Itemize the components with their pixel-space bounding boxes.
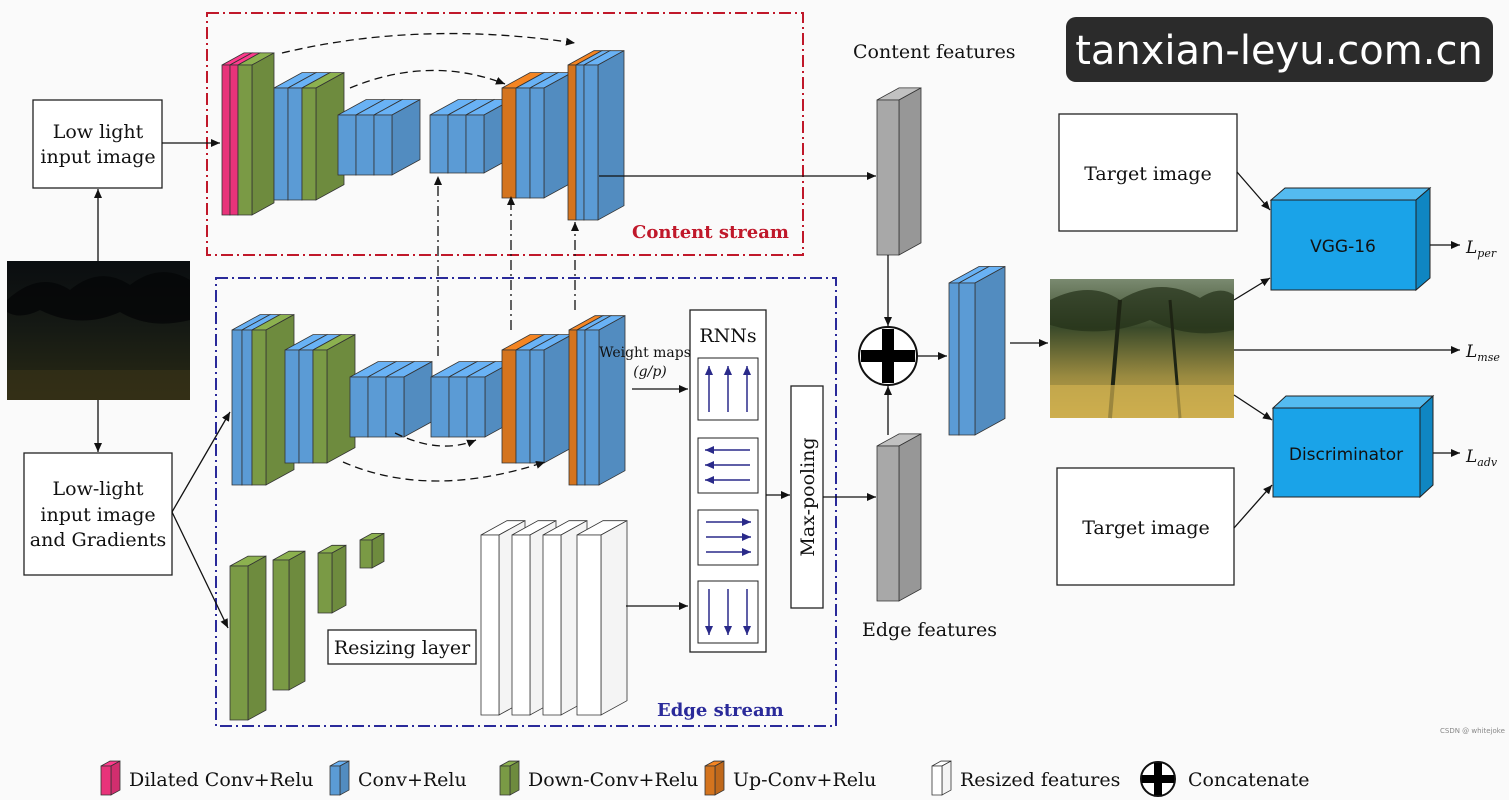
- content-down-conv-2: [301, 71, 345, 201]
- arrow-output-to-vgg: [1233, 277, 1271, 301]
- edge-stream-frame: [215, 277, 837, 727]
- arrow-target-top-to-vgg: [1236, 171, 1271, 211]
- edge-down-conv-4: [272, 550, 306, 691]
- target-image-top-box: Target image: [1058, 113, 1238, 232]
- max-pooling-block: Max-pooling: [790, 385, 824, 609]
- legend-swatch-up: [704, 760, 725, 796]
- resizing-layer-box: Resizing layer: [327, 629, 477, 665]
- edge-down-conv-3: [229, 555, 267, 721]
- resizing-layer-label: Resizing layer: [334, 637, 471, 659]
- target-image-top-label: Target image: [1084, 163, 1212, 185]
- content-conv-12: [583, 50, 625, 221]
- legend: Dilated Conv+Relu Conv+Relu Down-Conv+Relu…: [100, 760, 1310, 797]
- watermark-text: tanxian-leyu.com.cn: [1075, 28, 1483, 74]
- edge-features-column: [876, 433, 922, 602]
- resized-feature-4: [576, 520, 628, 716]
- legend-label-down: Down-Conv+Relu: [528, 769, 698, 791]
- edge-conv-7: [385, 360, 433, 438]
- low-light-input-box: Low light input image: [32, 99, 163, 189]
- loss-per: Lper: [1465, 238, 1497, 260]
- edge-skip-2: [394, 432, 477, 448]
- edge-down-conv-5: [317, 544, 347, 614]
- target-image-bottom-box: Target image: [1056, 467, 1235, 586]
- arrow-output-to-discriminator: [1233, 394, 1273, 421]
- enhanced-output-photo: [1050, 279, 1234, 419]
- legend-label-up: Up-Conv+Relu: [733, 769, 876, 791]
- content-features-label: Content features: [853, 41, 1016, 63]
- watermark: tanxian-leyu.com.cn: [1066, 17, 1493, 82]
- concatenate-symbol: [858, 326, 918, 386]
- edge-down-conv-6: [359, 532, 385, 569]
- corner-note: CSDN @ whitejoke: [1440, 727, 1505, 735]
- weight-maps-line2: (g/p): [633, 364, 667, 380]
- content-down-conv-1: [237, 52, 275, 216]
- low-light-input-line2: input image: [40, 146, 155, 168]
- edge-stream-label: Edge stream: [657, 700, 784, 721]
- legend-swatch-dilated: [100, 760, 121, 796]
- arrow-gradients-to-edge-top: [171, 411, 231, 513]
- weight-maps-line1: Weight maps: [599, 345, 691, 361]
- content-features-column: [876, 87, 922, 256]
- edge-down-conv-2: [312, 333, 356, 464]
- content-stream-label: Content stream: [632, 222, 789, 243]
- legend-label-dilated: Dilated Conv+Relu: [129, 769, 314, 791]
- discriminator-block: Discriminator: [1271, 394, 1435, 499]
- fused-conv-2: [958, 265, 1006, 436]
- rnns-label: RNNs: [699, 325, 756, 347]
- legend-swatch-down: [499, 760, 520, 796]
- edge-conv-12: [529, 333, 573, 464]
- discriminator-label: Discriminator: [1289, 445, 1403, 465]
- legend-label-concat: Concatenate: [1188, 769, 1310, 791]
- content-stream-frame: [206, 12, 804, 256]
- loss-adv: Ladv: [1465, 447, 1498, 469]
- arrow-target-bottom-to-discriminator: [1233, 484, 1273, 529]
- legend-label-resized: Resized features: [960, 769, 1120, 791]
- gradients-input-line2: input image: [40, 504, 155, 526]
- loss-mse: Lmse: [1465, 342, 1500, 364]
- edge-skip-1: [342, 461, 546, 482]
- layer-blocks: [221, 50, 1006, 721]
- max-pooling-label: Max-pooling: [797, 437, 819, 556]
- content-skip-2: [349, 69, 506, 89]
- arrow-gradients-to-edge-bottom: [171, 511, 229, 629]
- legend-swatch-conv: [329, 760, 350, 796]
- vgg16-label: VGG-16: [1310, 237, 1376, 257]
- gradients-input-line1: Low-light: [53, 478, 144, 500]
- rnns-block: RNNs: [689, 309, 767, 653]
- legend-swatch-resized: [931, 760, 952, 796]
- vgg16-block: VGG-16: [1269, 186, 1432, 292]
- content-conv-10: [529, 71, 573, 199]
- edge-conv-14: [584, 315, 626, 486]
- legend-label-conv: Conv+Relu: [358, 769, 467, 791]
- content-conv-5: [373, 98, 421, 176]
- target-image-bottom-label: Target image: [1082, 517, 1210, 539]
- gradients-input-line3: and Gradients: [30, 529, 166, 551]
- low-light-input-line1: Low light: [53, 121, 144, 143]
- content-skip-1: [281, 32, 576, 54]
- legend-concat-icon: [1140, 761, 1176, 797]
- edge-features-label: Edge features: [862, 619, 997, 641]
- dark-input-photo: [7, 261, 190, 400]
- gradients-input-box: Low-light input image and Gradients: [23, 452, 173, 576]
